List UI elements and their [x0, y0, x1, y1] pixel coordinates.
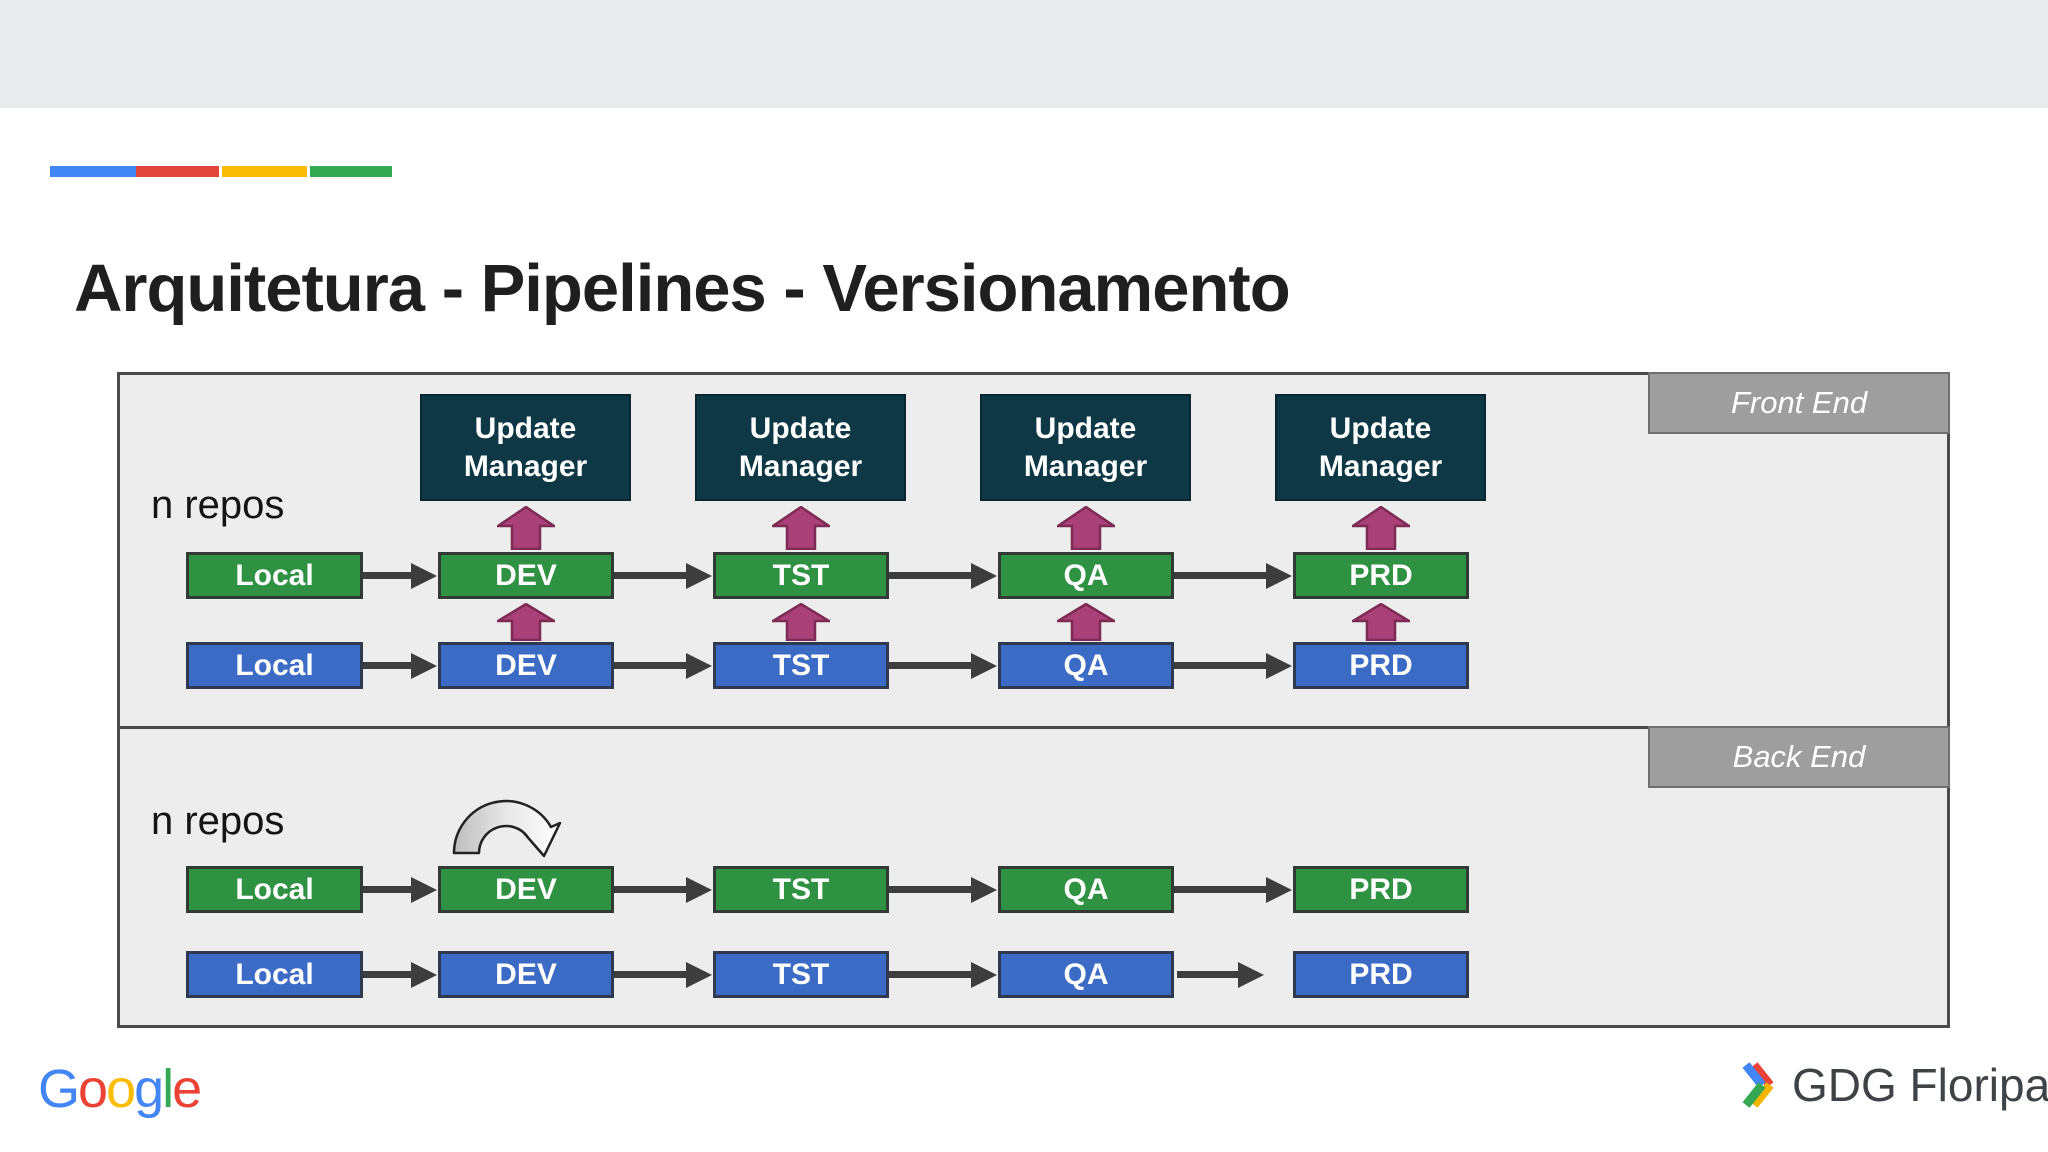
update-manager-label: Update Manager: [1318, 411, 1443, 483]
loop-arrow-icon: [452, 799, 562, 858]
update-manager-box: Update Manager: [980, 394, 1191, 501]
flow-arrow: [1177, 961, 1264, 988]
flow-arrow: [889, 961, 997, 988]
google-letter: g: [134, 1059, 164, 1119]
stage-box-tst: TST: [713, 866, 889, 913]
stage-box-dev: DEV: [438, 951, 614, 998]
promote-up-arrow-icon: [497, 506, 555, 550]
flow-arrow: [614, 876, 712, 903]
back-n-repos-label: n repos: [151, 799, 285, 843]
stage-box-local: Local: [186, 552, 363, 599]
stage-box-prd: PRD: [1293, 866, 1469, 913]
stage-box-prd: PRD: [1293, 642, 1469, 689]
flow-arrow: [363, 876, 437, 903]
gdg-chevron-icon: [1742, 1062, 1774, 1108]
google-letter: o: [106, 1059, 136, 1119]
promote-up-arrow-icon: [1057, 603, 1115, 641]
flow-arrow: [1174, 652, 1292, 679]
promote-up-arrow-icon: [497, 603, 555, 641]
stage-box-tst: TST: [713, 951, 889, 998]
stage-box-prd: PRD: [1293, 552, 1469, 599]
stage-box-tst: TST: [713, 642, 889, 689]
google-bar-red: [136, 166, 219, 177]
update-manager-box: Update Manager: [420, 394, 631, 501]
promote-up-arrow-icon: [1352, 506, 1410, 550]
stage-box-prd: PRD: [1293, 951, 1469, 998]
back-end-panel: Back End n repos Local DEV TST QA PRD Lo…: [117, 726, 1950, 1028]
flow-arrow: [889, 652, 997, 679]
gdg-floripa-logo: GDG Floripa: [1742, 1058, 2048, 1112]
update-manager-label: Update Manager: [738, 411, 863, 483]
update-manager-label: Update Manager: [1023, 411, 1148, 483]
flow-arrow: [614, 562, 712, 589]
stage-box-dev: DEV: [438, 642, 614, 689]
promote-up-arrow-icon: [1352, 603, 1410, 641]
flow-arrow: [363, 961, 437, 988]
stage-box-local: Local: [186, 866, 363, 913]
back-end-tag: Back End: [1648, 726, 1950, 788]
google-letter: G: [38, 1059, 80, 1119]
google-letter: o: [78, 1059, 108, 1119]
flow-arrow: [363, 562, 437, 589]
front-end-tag: Front End: [1648, 372, 1950, 434]
stage-box-local: Local: [186, 642, 363, 689]
front-n-repos-label: n repos: [151, 483, 285, 527]
flow-arrow: [614, 961, 712, 988]
update-manager-box: Update Manager: [1275, 394, 1486, 501]
stage-box-qa: QA: [998, 866, 1174, 913]
flow-arrow: [614, 652, 712, 679]
google-letter: e: [172, 1059, 202, 1119]
flow-arrow: [889, 876, 997, 903]
google-letter: l: [162, 1059, 174, 1119]
update-manager-box: Update Manager: [695, 394, 906, 501]
stage-box-tst: TST: [713, 552, 889, 599]
google-bar-green: [310, 166, 392, 177]
stage-box-dev: DEV: [438, 552, 614, 599]
stage-box-qa: QA: [998, 951, 1174, 998]
google-bar-yellow: [222, 166, 307, 177]
front-end-panel: Front End n repos Update Manager Update …: [117, 372, 1950, 729]
google-bar-blue: [50, 166, 136, 177]
gdg-floripa-label: GDG Floripa: [1792, 1059, 2048, 1111]
stage-box-dev: DEV: [438, 866, 614, 913]
promote-up-arrow-icon: [1057, 506, 1115, 550]
top-band: [0, 0, 2048, 108]
stage-box-qa: QA: [998, 642, 1174, 689]
stage-box-qa: QA: [998, 552, 1174, 599]
flow-arrow: [1174, 562, 1292, 589]
stage-box-local: Local: [186, 951, 363, 998]
promote-up-arrow-icon: [772, 506, 830, 550]
flow-arrow: [889, 562, 997, 589]
promote-up-arrow-icon: [772, 603, 830, 641]
google-logo: Google: [38, 1058, 202, 1120]
page-title: Arquitetura - Pipelines - Versionamento: [74, 251, 1291, 326]
update-manager-label: Update Manager: [463, 411, 588, 483]
flow-arrow: [1174, 876, 1292, 903]
flow-arrow: [363, 652, 437, 679]
